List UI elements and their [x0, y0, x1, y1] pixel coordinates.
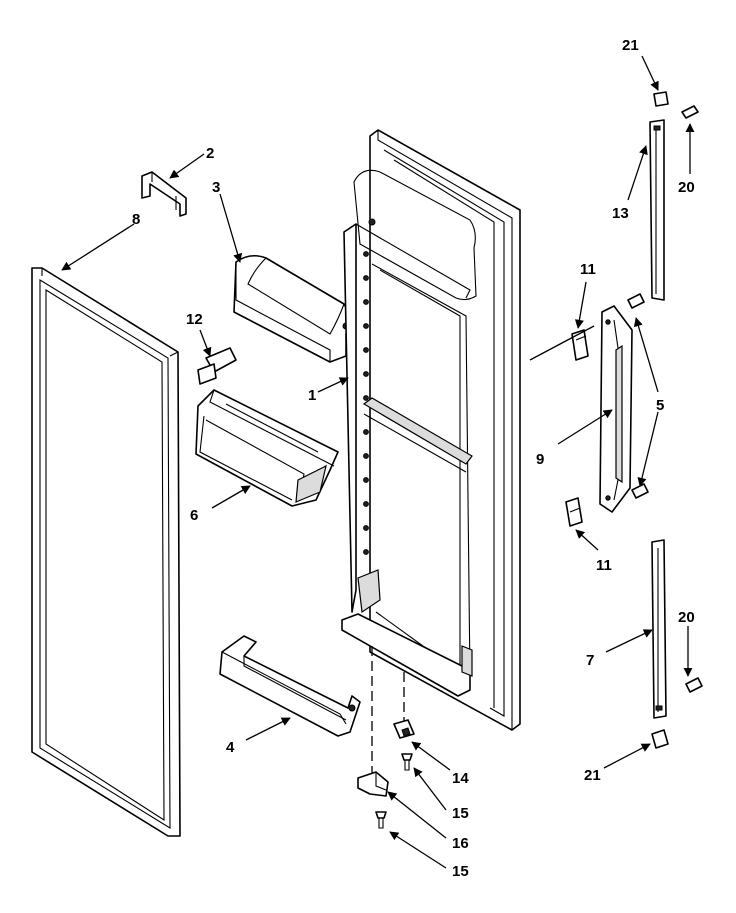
callout-21-lower: 21	[584, 767, 601, 784]
screw-part-20-upper	[681, 105, 699, 119]
callout-4: 4	[226, 739, 235, 756]
bracket-part-12	[197, 347, 237, 385]
callout-15-upper: 15	[452, 805, 469, 822]
callout-7: 7	[586, 652, 594, 669]
dairy-door-part-3	[233, 254, 350, 363]
callout-labels: 1 2 3 4 5 6 7 8 9 11 11 12 13 14 15 16 1…	[132, 37, 695, 880]
handle-part-9	[599, 305, 633, 513]
door-panel-part-1	[341, 129, 521, 731]
screw-part-15-lower	[375, 811, 387, 829]
callout-1: 1	[308, 387, 316, 404]
hinge-part-16	[357, 771, 389, 797]
callout-16: 16	[452, 835, 469, 852]
callout-14: 14	[452, 770, 469, 787]
door-shelf-part-4	[219, 635, 361, 737]
door-bin-part-6	[195, 389, 339, 507]
clip-part-21-lower	[651, 729, 669, 749]
callout-21-upper: 21	[622, 37, 639, 54]
callout-15-lower: 15	[452, 863, 469, 880]
callout-3: 3	[212, 179, 220, 196]
callout-2: 2	[206, 145, 214, 162]
shelf-mounting-holes	[363, 218, 376, 555]
clip-part-11-lower	[565, 497, 583, 527]
clip-part-11-upper	[571, 329, 589, 361]
screw-part-5-lower	[631, 483, 649, 499]
handle-trim-part-7	[651, 539, 667, 719]
door-gasket-part-8	[31, 267, 181, 837]
clip-part-21-upper	[653, 91, 669, 107]
leader-lines	[61, 55, 695, 869]
handle-trim-part-13	[649, 119, 665, 301]
callout-9: 9	[536, 451, 544, 468]
callout-11-lower: 11	[596, 557, 612, 574]
callout-20-lower: 20	[678, 609, 695, 626]
screw-part-5-upper	[627, 293, 645, 309]
callout-20-upper: 20	[678, 179, 695, 196]
clip-part-2	[141, 171, 187, 217]
callout-13: 13	[612, 205, 629, 222]
callout-6: 6	[190, 507, 198, 524]
hinge-bracket-part-14	[393, 719, 415, 739]
screw-part-15-upper	[401, 753, 413, 771]
callout-12: 12	[186, 311, 203, 328]
callout-11-upper: 11	[580, 261, 596, 278]
callout-8: 8	[132, 211, 140, 228]
callout-5: 5	[656, 397, 664, 414]
screw-part-20-lower	[685, 677, 703, 693]
